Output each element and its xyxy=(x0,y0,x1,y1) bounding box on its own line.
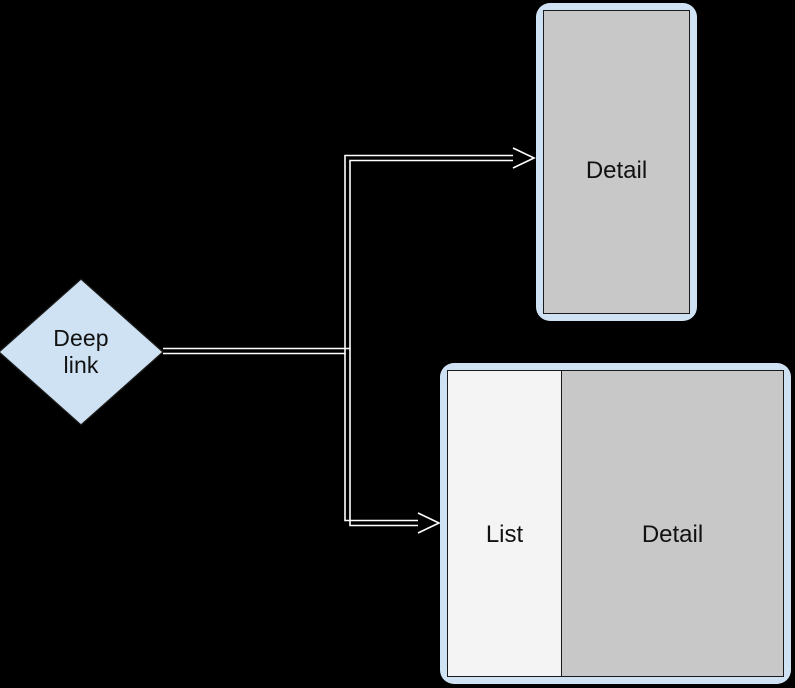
edge-deeplink-to-detail xyxy=(163,147,536,355)
deep-link-label-line2: link xyxy=(63,352,99,378)
node-list-detail-device[interactable]: List Detail xyxy=(440,363,791,684)
node-detail-device[interactable]: Detail xyxy=(536,3,697,321)
list-detail-device-screen: List Detail xyxy=(447,370,784,677)
detail-pane-label: Detail xyxy=(585,157,648,184)
list-detail-detail-pane-label: Detail xyxy=(641,521,704,548)
list-pane-label: List xyxy=(485,521,524,548)
list-detail-detail-pane[interactable]: Detail xyxy=(562,371,783,676)
node-deep-link-label: Deep link xyxy=(0,278,164,426)
list-pane[interactable]: List xyxy=(448,371,562,676)
detail-pane[interactable]: Detail xyxy=(544,11,689,313)
edge-deeplink-to-list-detail xyxy=(344,348,441,534)
detail-device-screen: Detail xyxy=(543,10,690,314)
diamond-shape xyxy=(0,278,164,426)
deep-link-label-line1: Deep xyxy=(53,324,109,351)
node-deep-link[interactable]: Deep link xyxy=(0,278,164,426)
